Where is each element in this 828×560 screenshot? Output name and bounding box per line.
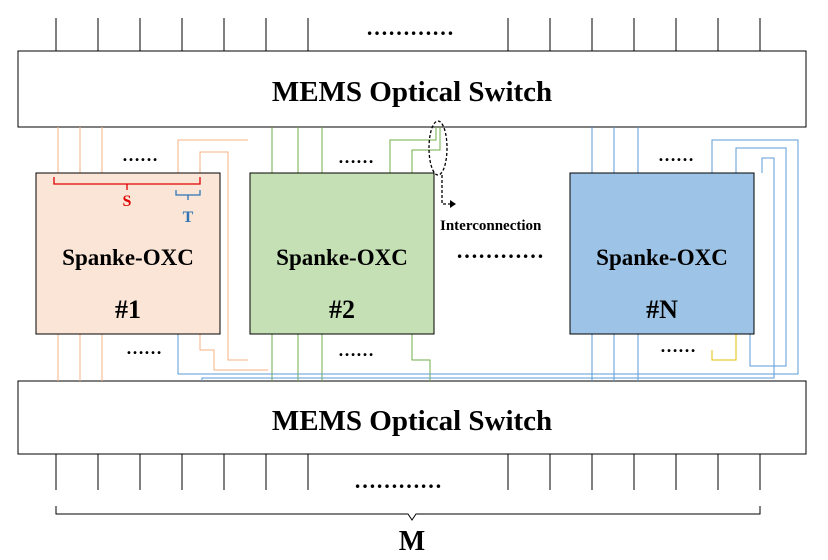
oxc2-bottom-ellipsis: ……	[338, 340, 374, 360]
oxc2-index: #2	[329, 295, 355, 324]
bottom-mems-switch	[17, 380, 807, 455]
oxcN-block	[569, 172, 755, 335]
oxc1-top-ellipsis: ……	[122, 145, 158, 165]
t-bracket	[175, 190, 201, 200]
oxcN-connections	[177, 127, 799, 381]
interconnection-highlight	[428, 120, 448, 176]
interconnection-arrow	[441, 175, 452, 205]
s-bracket	[53, 177, 201, 190]
oxc-between-ellipsis: …………	[456, 238, 544, 263]
interconnection-label: Interconnection	[440, 218, 542, 234]
oxc1-block	[35, 172, 221, 335]
oxc2-name: Spanke-OXC	[276, 245, 408, 270]
oxcN-name: Spanke-OXC	[596, 245, 728, 270]
oxcN-index: #N	[646, 295, 678, 324]
oxc1-connections	[57, 127, 268, 381]
oxc1-index: #1	[115, 295, 141, 324]
oxcN-top-ellipsis: ……	[658, 145, 694, 165]
oxc1-name: Spanke-OXC	[62, 245, 194, 270]
oxcN-bottom-ellipsis: ……	[660, 336, 696, 356]
t-label: T	[183, 209, 194, 226]
bottom-port-ticks	[55, 454, 761, 490]
oxcN-yellow-link	[711, 334, 737, 361]
m-brace	[55, 506, 761, 521]
interconnection-arrowhead	[450, 200, 456, 208]
s-label: S	[123, 193, 132, 210]
m-label: M	[399, 526, 425, 557]
oxc2-block	[249, 172, 435, 335]
bottom-mems-switch-label: MEMS Optical Switch	[272, 405, 552, 437]
top-mems-switch	[17, 50, 807, 128]
oxc2-connections	[271, 127, 441, 381]
bottom-ports-ellipsis: …………	[354, 468, 442, 493]
top-mems-switch-label: MEMS Optical Switch	[272, 76, 552, 108]
oxc2-top-ellipsis: ……	[338, 147, 374, 167]
oxc1-bottom-ellipsis: ……	[126, 338, 162, 358]
top-ports-ellipsis: …………	[366, 15, 454, 40]
top-port-ticks	[55, 18, 761, 51]
